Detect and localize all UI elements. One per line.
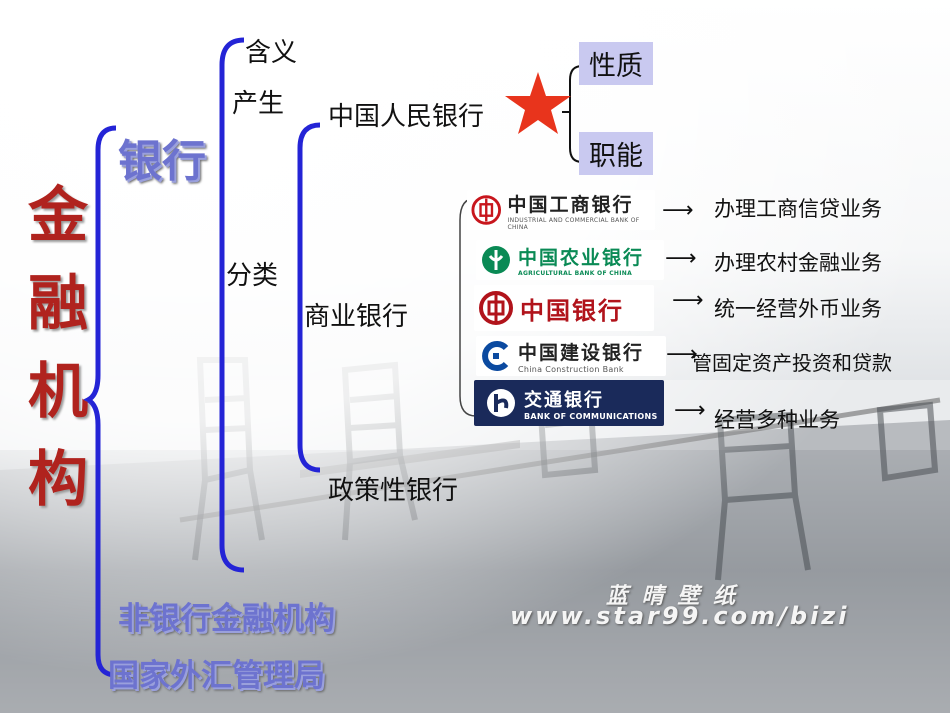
central-function-tag: 职能	[579, 132, 653, 175]
main-title: 金 融 机 构	[28, 172, 88, 524]
duty-boc: 统一经营外币业务	[714, 297, 882, 321]
arrow-right-icon: ⟶	[674, 398, 706, 423]
bocom-name-en: BANK OF COMMUNICATIONS	[524, 411, 658, 421]
boc-name-cn: 中国银行	[520, 295, 624, 325]
watermark-url: www.star99.com/bizi	[510, 602, 850, 630]
ccb-name-cn: 中国建设银行	[518, 342, 645, 364]
main-brace	[82, 125, 117, 678]
central-props-bracket	[562, 65, 583, 163]
branch-bank: 银行	[118, 136, 206, 187]
category-policy-bank: 政策性银行	[328, 476, 459, 506]
arrow-right-icon: ⟶	[662, 198, 694, 223]
bank-origin: 产生	[232, 89, 285, 119]
classification-bracket	[297, 122, 321, 473]
arrow-right-icon: ⟶	[672, 288, 704, 313]
branch-nonbank: 非银行金融机构	[118, 601, 335, 637]
icbc-name-cn: 中国工商银行	[507, 193, 634, 216]
logo-icbc: 中国工商银行 INDUSTRIAL AND COMMERCIAL BANK OF…	[467, 190, 655, 231]
duty-icbc: 办理工商信贷业务	[714, 197, 882, 221]
abc-emblem-icon	[482, 246, 510, 274]
bank-meaning: 含义	[245, 38, 298, 68]
star-icon	[505, 72, 571, 134]
arrow-right-icon: ⟶	[666, 342, 698, 367]
abc-name-cn: 中国农业银行	[518, 247, 645, 269]
logo-abc: 中国农业银行 AGRICULTURAL BANK OF CHINA	[476, 240, 664, 280]
category-central-bank: 中国人民银行	[328, 102, 485, 132]
ccb-name-en: China Construction Bank	[518, 365, 624, 374]
title-char: 融	[28, 269, 88, 339]
logo-boc: 中国银行	[474, 285, 654, 331]
logo-bocom: 交通银行 BANK OF COMMUNICATIONS	[474, 380, 664, 426]
title-char: 机	[28, 357, 88, 427]
boc-emblem-icon	[479, 291, 513, 325]
title-char: 构	[28, 445, 88, 515]
abc-name-en: AGRICULTURAL BANK OF CHINA	[518, 270, 633, 277]
watermark-cn: 蓝 晴 壁 纸	[606, 584, 738, 609]
bocom-name-cn: 交通银行	[524, 389, 604, 411]
branch-forex: 国家外汇管理局	[108, 658, 325, 694]
duty-abc: 办理农村金融业务	[714, 251, 882, 275]
arrow-right-icon: ⟶	[665, 246, 697, 271]
title-char: 金	[28, 181, 88, 251]
category-commercial-bank: 商业银行	[304, 302, 409, 332]
duty-ccb: 管固定资产投资和贷款	[692, 351, 892, 375]
central-nature-tag: 性质	[579, 42, 653, 85]
icbc-emblem-icon	[471, 195, 502, 225]
ccb-emblem-icon	[482, 341, 509, 371]
bank-classification: 分类	[226, 261, 279, 291]
logo-ccb: 中国建设银行 China Construction Bank	[476, 336, 666, 376]
icbc-name-en: INDUSTRIAL AND COMMERCIAL BANK OF CHINA	[507, 216, 640, 231]
bank-bracket	[219, 37, 245, 573]
duty-bocom: 经营多种业务	[714, 408, 840, 432]
bocom-emblem-icon	[487, 389, 515, 417]
